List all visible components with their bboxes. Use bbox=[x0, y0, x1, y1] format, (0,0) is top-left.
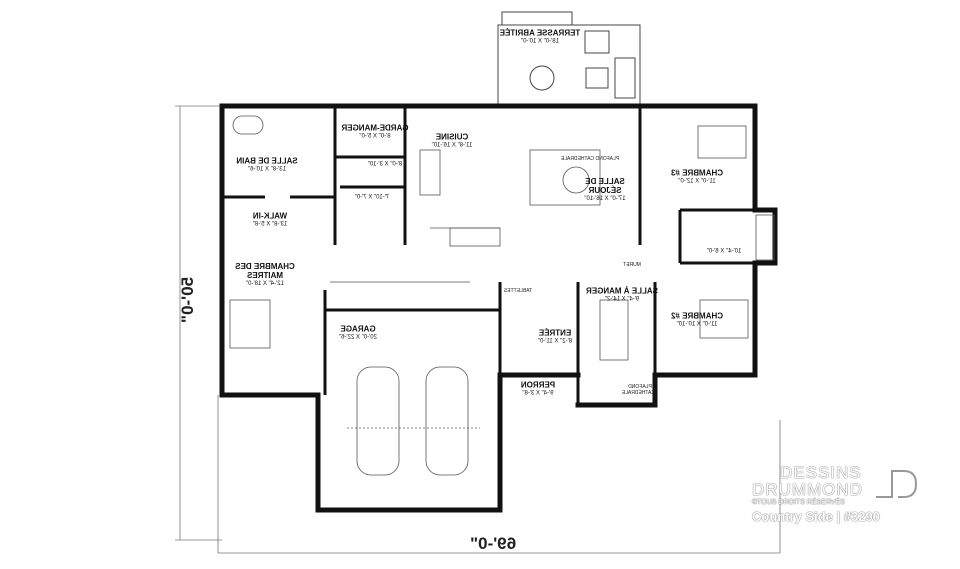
room-dims: 9'-4" X 3'-8" bbox=[522, 390, 554, 397]
room-name: GARDE-MANGER bbox=[341, 123, 409, 133]
room-name: CHAMBRE #3 bbox=[670, 168, 724, 178]
room-dims: 7'-10" X 7'-0" bbox=[354, 194, 390, 201]
interior-walls bbox=[222, 106, 755, 405]
room-name: WALK-IN bbox=[252, 211, 288, 221]
logo-line1: DESSINS bbox=[780, 463, 862, 482]
car-left bbox=[356, 366, 400, 476]
room-dims: 11'-8" X 16'-10" bbox=[431, 142, 473, 149]
plan-caption: Country Side | #3290 bbox=[752, 509, 880, 524]
room-dims: 20'-0" X 22'-6" bbox=[339, 334, 377, 341]
car-right bbox=[425, 366, 469, 476]
room-name: CHAMBRE DES MAITRES bbox=[235, 261, 295, 280]
room-dims: 13'-8" X 5'-8" bbox=[252, 221, 288, 228]
note-muret: MURET bbox=[623, 262, 641, 268]
room-name: CHAMBRE #2 bbox=[670, 311, 724, 321]
fixtures bbox=[229, 115, 775, 476]
room-laundry: 8'-0" X 3'-10" bbox=[368, 162, 403, 169]
room-dims: 10'-4" X 6'-0" bbox=[706, 248, 742, 255]
dimension-lines bbox=[175, 105, 781, 554]
note-plafond-manger: PLAFOND CATHÉDRALE bbox=[621, 384, 655, 396]
room-mudroom: 7'-10" X 7'-0" bbox=[355, 195, 390, 202]
note-tablettes: TABLETTES bbox=[503, 288, 533, 294]
room-dims: 11'-0" X 12'-0" bbox=[678, 178, 716, 185]
room-name: SALLE DE SÉJOUR bbox=[585, 176, 625, 195]
note-plafond-sejour: PLAFOND CATHÉDRALE bbox=[560, 156, 620, 162]
room-name: CUISINE bbox=[435, 132, 469, 142]
room-dims: 8'-2" X 11'-0" bbox=[537, 338, 573, 345]
room-dims: 12'-4" X 18'-0" bbox=[246, 280, 284, 287]
room-name: TERRASSE ABRITÉE bbox=[499, 28, 581, 38]
room-name: ENTRÉE bbox=[538, 328, 572, 338]
room-name: SALLE À MANGER bbox=[586, 286, 658, 296]
logo-line2: DRUMMOND bbox=[752, 480, 863, 499]
room-dims: 9'-4" X 14'-2" bbox=[604, 296, 640, 303]
room-dims: 11'-0" X 10'-10" bbox=[676, 321, 718, 328]
room-dims: 8'-0" X 5'-0" bbox=[359, 133, 391, 140]
drummond-logo-mark-icon bbox=[876, 470, 918, 498]
room-name: PERRON bbox=[520, 380, 556, 390]
room-dims: 13'-8" X 10'-6" bbox=[248, 166, 286, 173]
room-dims: 8'-0" X 3'-10" bbox=[367, 161, 403, 168]
dimension-depth: 50'-0" bbox=[178, 276, 198, 324]
room-dims: 18'-0" X 10'-0" bbox=[521, 38, 559, 45]
exterior-walls bbox=[219, 103, 778, 513]
room-bath2: 10'-4" X 6'-0" bbox=[707, 249, 742, 256]
copyright: ©TOUS DROITS RÉSERVÉS bbox=[752, 499, 845, 506]
brand-logo: DESSINS DRUMMOND ©TOUS DROITS RÉSERVÉS C… bbox=[752, 464, 880, 524]
room-name: GARAGE bbox=[340, 324, 376, 334]
terrace-outline bbox=[497, 11, 641, 107]
dimension-width: 69'-0" bbox=[470, 534, 517, 553]
room-dims: 17'-0" X 16'-10" bbox=[584, 195, 626, 202]
room-name: SALLE DE BAIN bbox=[236, 156, 298, 166]
